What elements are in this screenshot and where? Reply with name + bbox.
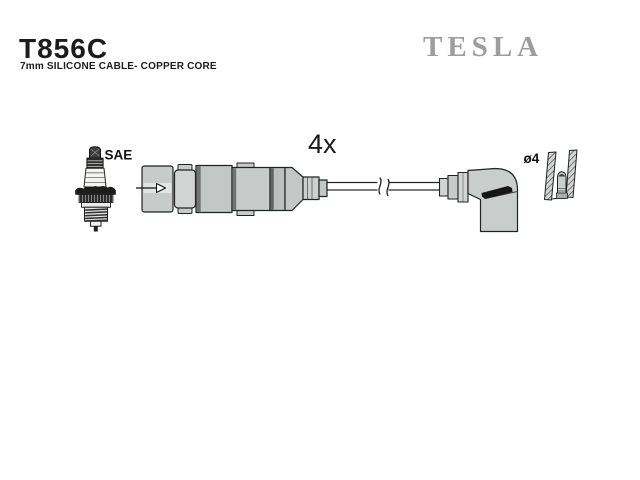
straight-connector-icon	[136, 162, 328, 216]
boot-terminal-slot	[481, 186, 513, 199]
insert-direction-arrow-icon	[156, 183, 166, 193]
angled-boot-icon	[438, 167, 519, 233]
quantity-label: 4x	[308, 129, 337, 159]
tesla-logo: TESLA	[423, 31, 544, 63]
product-description: 7mm SILICONE CABLE- COPPER CORE	[20, 61, 217, 72]
diameter-label: ø4	[524, 151, 540, 166]
terminal-sleeve-icon	[544, 149, 578, 201]
sae-label: SAE	[105, 148, 133, 163]
spark-plug-icon	[75, 146, 116, 232]
cable-break-icon	[377, 177, 390, 197]
product-code: T856C	[19, 33, 109, 64]
